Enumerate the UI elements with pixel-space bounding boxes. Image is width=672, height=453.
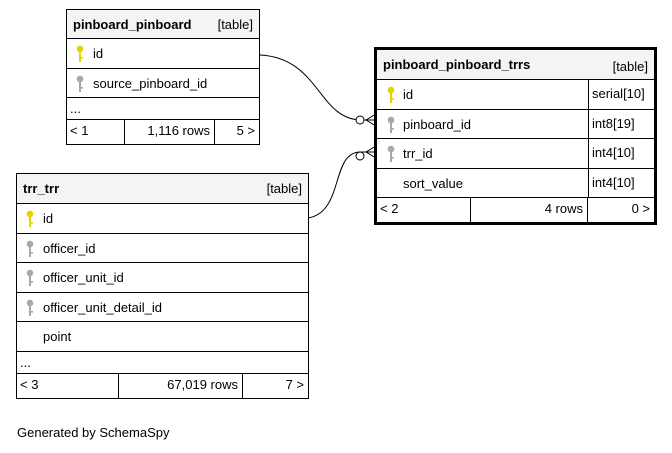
parents-count[interactable]: < 1 <box>70 123 89 138</box>
table-trr-trr[interactable]: trr_trr [table] id officer_id officer_un… <box>16 173 309 399</box>
column-name: id <box>403 87 414 102</box>
column-row[interactable]: id serial[10] <box>377 80 654 110</box>
generated-by-credit: Generated by SchemaSpy <box>17 425 170 440</box>
table-footer: < 3 67,019 rows 7 > <box>17 373 308 398</box>
column-row[interactable]: id <box>17 204 308 234</box>
column-row[interactable]: point <box>17 322 308 352</box>
foreign-key-icon <box>26 240 34 257</box>
more-columns: ... <box>67 98 259 120</box>
children-count[interactable]: 0 > <box>587 198 654 222</box>
column-name: id <box>43 211 54 226</box>
table-name: pinboard_pinboard_trrs <box>383 57 531 72</box>
table-header[interactable]: pinboard_pinboard [table] <box>67 10 259 39</box>
primary-key-icon <box>26 210 34 227</box>
column-name: officer_id <box>43 240 96 256</box>
column-type: int8[19] <box>588 109 654 138</box>
column-name: sort_value <box>403 175 463 191</box>
row-count: 4 rows <box>470 198 587 222</box>
column-name: point <box>43 329 72 344</box>
table-name: trr_trr <box>23 181 60 196</box>
column-row[interactable]: officer_id <box>17 234 308 263</box>
more-columns-ellipsis: ... <box>20 354 31 370</box>
column-type: serial[10] <box>588 80 654 109</box>
foreign-key-icon <box>76 75 84 92</box>
table-header[interactable]: pinboard_pinboard_trrs [table] <box>377 50 654 80</box>
relation-optional-marker-trr-id <box>355 151 365 161</box>
relation-optional-marker-pinboard-id <box>355 115 365 125</box>
foreign-key-icon <box>26 299 34 316</box>
table-footer: < 1 1,116 rows 5 > <box>67 120 259 144</box>
foreign-key-icon <box>387 116 395 133</box>
table-kind: [table] <box>217 17 253 32</box>
column-name: officer_unit_detail_id <box>43 299 163 315</box>
table-footer: < 2 4 rows 0 > <box>377 198 654 222</box>
table-kind: [table] <box>612 59 648 74</box>
relation-pinboard-id-to-pinboard-pinboard-id <box>259 54 376 121</box>
column-row[interactable]: pinboard_id int8[19] <box>377 109 654 139</box>
column-row[interactable]: source_pinboard_id <box>67 69 259 98</box>
relation-crowfoot-pinboard-id <box>365 113 377 127</box>
relation-crowfoot-trr-id <box>365 145 377 159</box>
column-type: int4[10] <box>588 168 654 197</box>
children-count[interactable]: 7 > <box>242 373 308 398</box>
relation-trr-id-to-trr-trr-id <box>307 151 376 219</box>
table-name: pinboard_pinboard <box>73 17 192 32</box>
column-row[interactable]: trr_id int4[10] <box>377 139 654 169</box>
parents-count[interactable]: < 2 <box>380 201 399 216</box>
row-count: 67,019 rows <box>118 373 242 398</box>
foreign-key-icon <box>387 145 395 162</box>
column-name: officer_unit_id <box>43 270 124 285</box>
primary-key-icon <box>76 45 84 62</box>
parents-count[interactable]: < 3 <box>20 376 39 392</box>
table-header[interactable]: trr_trr [table] <box>17 174 308 204</box>
column-name: id <box>93 46 104 61</box>
table-kind: [table] <box>266 181 302 196</box>
column-type: int4[10] <box>588 139 654 168</box>
primary-key-icon <box>387 86 395 103</box>
column-row[interactable]: officer_unit_detail_id <box>17 293 308 322</box>
children-count[interactable]: 5 > <box>214 120 259 144</box>
column-name: source_pinboard_id <box>93 75 208 91</box>
table-pinboard-pinboard-trrs[interactable]: pinboard_pinboard_trrs [table] id serial… <box>374 47 657 225</box>
column-name: trr_id <box>403 146 433 161</box>
table-pinboard-pinboard[interactable]: pinboard_pinboard [table] id source_pinb… <box>66 9 260 145</box>
row-count: 1,116 rows <box>124 120 214 144</box>
column-row[interactable]: officer_unit_id <box>17 263 308 293</box>
more-columns: ... <box>17 352 308 374</box>
more-columns-ellipsis: ... <box>70 101 81 116</box>
column-name: pinboard_id <box>403 116 471 132</box>
column-row[interactable]: id <box>67 39 259 69</box>
column-row[interactable]: sort_value int4[10] <box>377 168 654 198</box>
foreign-key-icon <box>26 269 34 286</box>
